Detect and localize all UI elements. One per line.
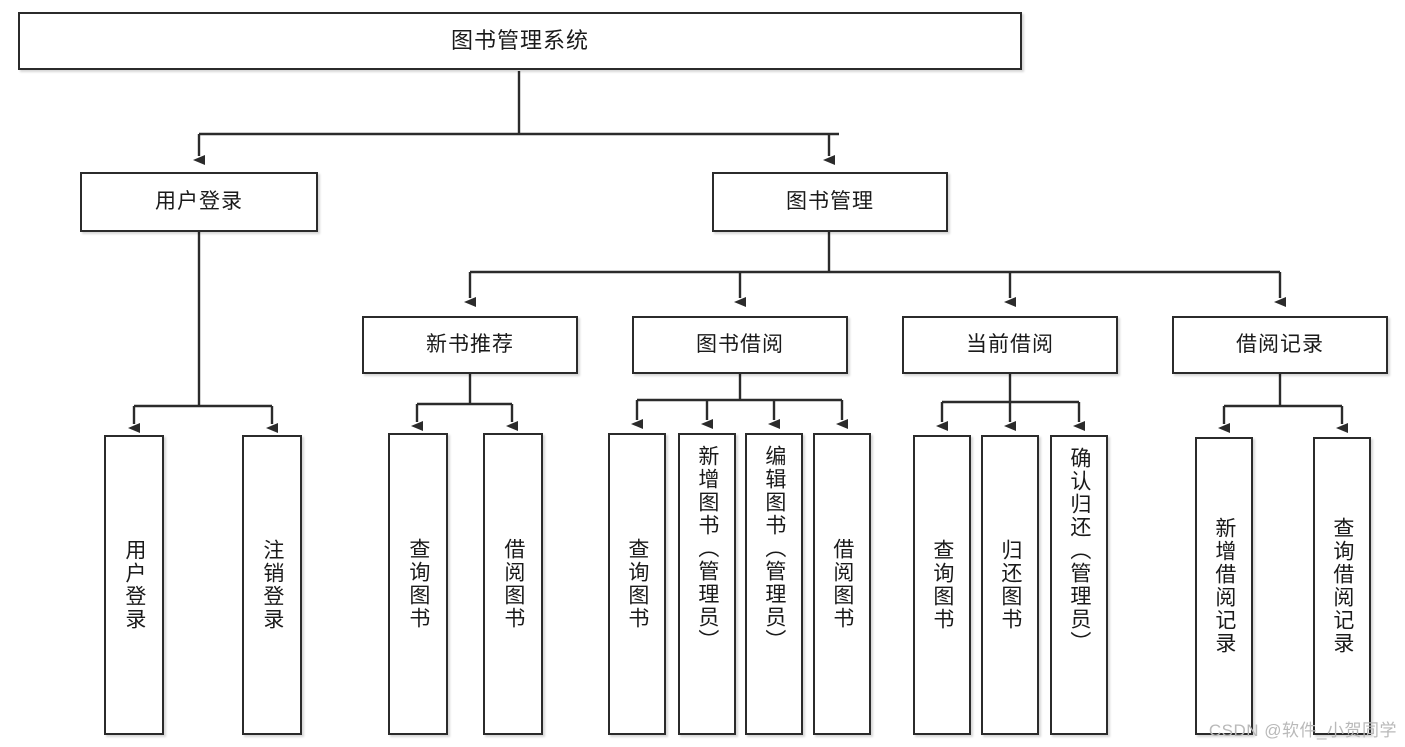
node-user-login-label: 用户登录 [155, 189, 243, 213]
leaf-book-borrow-query[interactable]: 查询图书 [608, 433, 666, 735]
leaf-label: 注销登录 [260, 539, 284, 631]
leaf-user-login-login[interactable]: 用户登录 [104, 435, 164, 735]
leaf-book-borrow-edit[interactable]: 编辑图书（管理员） [745, 433, 803, 735]
node-book-borrow[interactable]: 图书借阅 [632, 316, 848, 374]
leaf-current-borrow-confirm-return[interactable]: 确认归还（管理员） [1050, 435, 1108, 735]
leaf-label: 确认归还（管理员） [1067, 447, 1091, 654]
leaf-label: 归还图书 [998, 539, 1022, 631]
leaf-label: 新增借阅记录 [1212, 517, 1236, 655]
leaf-label: 编辑图书（管理员） [762, 445, 786, 652]
node-user-login[interactable]: 用户登录 [80, 172, 318, 232]
watermark: CSDN @软件_小贺同学 [1208, 721, 1397, 740]
leaf-book-borrow-borrow[interactable]: 借阅图书 [813, 433, 871, 735]
leaf-label: 借阅图书 [501, 538, 525, 630]
node-book-borrow-label: 图书借阅 [696, 332, 784, 356]
leaf-label: 查询图书 [406, 538, 430, 630]
node-book-management[interactable]: 图书管理 [712, 172, 948, 232]
leaf-label: 新增图书（管理员） [695, 445, 719, 652]
leaf-current-borrow-query[interactable]: 查询图书 [913, 435, 971, 735]
node-current-borrow[interactable]: 当前借阅 [902, 316, 1118, 374]
leaf-book-borrow-add[interactable]: 新增图书（管理员） [678, 433, 736, 735]
node-current-borrow-label: 当前借阅 [966, 332, 1054, 356]
leaf-label: 借阅图书 [830, 538, 854, 630]
leaf-current-borrow-return[interactable]: 归还图书 [981, 435, 1039, 735]
node-root-label: 图书管理系统 [450, 28, 589, 54]
node-borrow-record[interactable]: 借阅记录 [1172, 316, 1388, 374]
node-root[interactable]: 图书管理系统 [18, 12, 1022, 70]
node-borrow-record-label: 借阅记录 [1236, 332, 1324, 356]
leaf-user-login-logout[interactable]: 注销登录 [242, 435, 302, 735]
leaf-label: 查询借阅记录 [1330, 517, 1354, 655]
leaf-borrow-record-add[interactable]: 新增借阅记录 [1195, 437, 1253, 735]
leaf-borrow-record-query[interactable]: 查询借阅记录 [1313, 437, 1371, 735]
leaf-new-book-query[interactable]: 查询图书 [388, 433, 448, 735]
node-new-book-recommend-label: 新书推荐 [426, 332, 514, 356]
leaf-label: 查询图书 [625, 538, 649, 630]
node-book-management-label: 图书管理 [786, 189, 874, 213]
leaf-new-book-borrow[interactable]: 借阅图书 [483, 433, 543, 735]
leaf-label: 用户登录 [122, 539, 146, 631]
leaf-label: 查询图书 [930, 539, 954, 631]
node-new-book-recommend[interactable]: 新书推荐 [362, 316, 578, 374]
